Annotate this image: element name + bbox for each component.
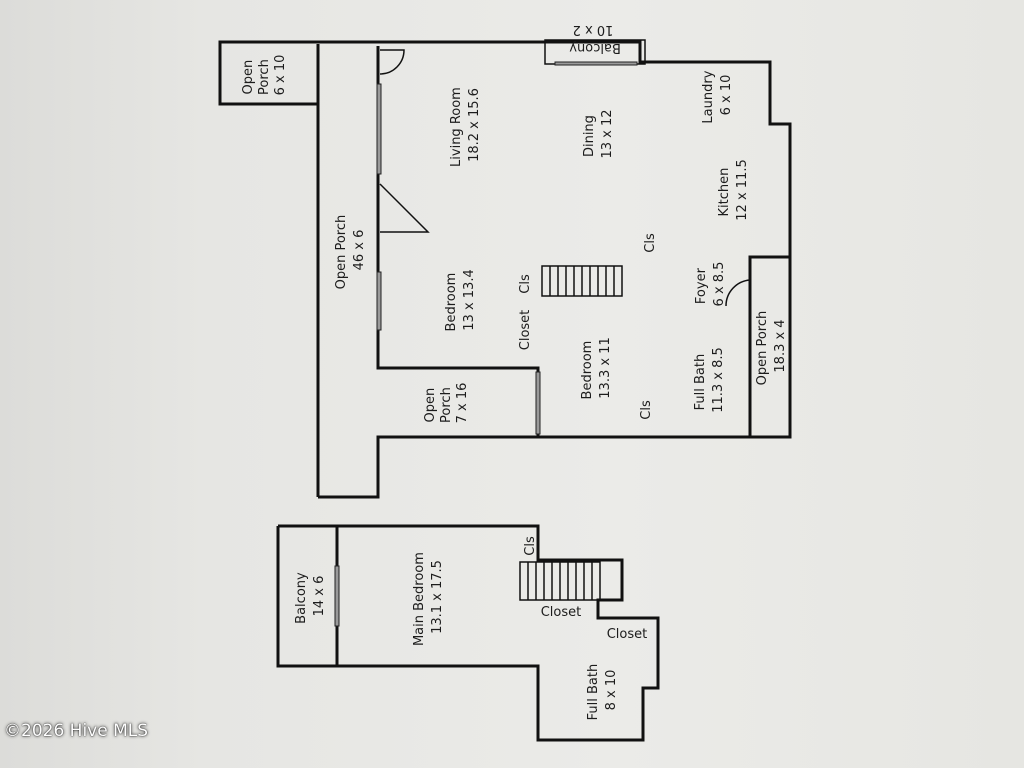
balcony-top-label: Balcony 10 x 2: [565, 22, 621, 55]
dining-name: Dining: [582, 115, 597, 157]
living-room-door-swing: [379, 183, 430, 233]
balcony-top-size: 10 x 2: [573, 22, 614, 37]
full-bath-main-size: 11.3 x 8.5: [711, 347, 726, 413]
cls-center-label: Cls: [643, 233, 658, 253]
foyer-size: 6 x 8.5: [712, 262, 727, 307]
bedroom-rear-size: 13.3 x 11: [598, 337, 613, 398]
laundry-size: 6 x 10: [719, 75, 734, 116]
foyer-label: Foyer 6 x 8.5: [694, 262, 727, 307]
dining-size: 13 x 12: [600, 109, 615, 158]
open-porch-long-name: Open Porch: [334, 215, 349, 290]
open-porch-top-label: Open Porch 6 x 10: [241, 55, 288, 96]
balcony-sliding-door: [554, 61, 638, 66]
upper-balcony-name: Balcony: [294, 572, 309, 624]
open-porch-entry-label: Open Porch 18.3 x 4: [755, 307, 788, 386]
open-porch-side-line2: Porch: [439, 387, 454, 423]
bedroom-porch-slider: [535, 371, 541, 435]
cls-bath-label: Cls: [639, 400, 654, 420]
mls-watermark: ©2026 Hive MLS: [4, 721, 149, 741]
bedroom-rear-name: Bedroom: [580, 341, 595, 400]
bedroom-front-label: Bedroom 13 x 13.4: [444, 269, 477, 332]
dining-label: Dining 13 x 12: [582, 109, 615, 158]
upper-balcony-slider: [334, 565, 340, 627]
laundry-name: Laundry: [701, 70, 716, 123]
bedroom-front-name: Bedroom: [444, 273, 459, 332]
open-porch-top-line2: Porch: [257, 59, 272, 95]
living-room-size: 18.2 x 15.6: [467, 88, 482, 162]
bedroom-rear-label: Bedroom 13.3 x 11: [580, 337, 613, 400]
open-porch-side-label: Open Porch 7 x 16: [423, 383, 470, 424]
bedroom-front-size: 13 x 13.4: [462, 269, 477, 330]
full-bath-main-label: Full Bath 11.3 x 8.5: [693, 347, 726, 413]
open-porch-side-line1: Open: [423, 388, 438, 423]
kitchen-label: Kitchen 12 x 11.5: [717, 159, 750, 220]
open-porch-side-line3: 7 x 16: [455, 383, 470, 424]
foyer-name: Foyer: [694, 267, 709, 304]
balcony-top-name: Balcony: [569, 40, 621, 55]
upper-staircase: [519, 561, 601, 601]
cls-stairs-label: Cls: [518, 274, 533, 294]
entry-porch-wall: [748, 255, 790, 437]
laundry-label: Laundry 6 x 10: [701, 66, 734, 123]
porch-door-swing: [379, 49, 405, 75]
living-room-slider: [376, 83, 382, 175]
main-staircase: [541, 265, 623, 297]
open-porch-long-size: 46 x 6: [352, 230, 367, 271]
main-floor-plan: Open Porch 6 x 10 Living Room 18.2 x 15.…: [218, 22, 792, 499]
main-floor-outline: [218, 40, 792, 499]
full-bath-upper-label: Full Bath 8 x 10: [586, 660, 619, 721]
upper-floor-plan: Balcony 14 x 6 Main Bedroom 13.1 x 17.5 …: [276, 524, 660, 742]
open-porch-long-label: Open Porch 46 x 6: [334, 211, 367, 290]
open-porch-entry-size: 18.3 x 4: [773, 319, 788, 372]
open-porch-top-line3: 6 x 10: [273, 55, 288, 96]
kitchen-name: Kitchen: [717, 168, 732, 217]
bedroom-slider: [376, 271, 382, 331]
main-bedroom-size: 13.1 x 17.5: [430, 560, 445, 634]
open-porch-entry-name: Open Porch: [755, 311, 770, 386]
full-bath-main-name: Full Bath: [693, 354, 708, 411]
kitchen-size: 12 x 11.5: [735, 159, 750, 220]
closet-label: Closet: [518, 310, 533, 351]
full-bath-upper-name: Full Bath: [586, 664, 601, 721]
open-porch-top-line1: Open: [241, 60, 256, 95]
upper-closet-stairs-label: Closet: [541, 605, 582, 620]
upper-cls-label: Cls: [523, 536, 538, 556]
upper-balcony-size: 14 x 6: [312, 576, 327, 617]
upper-floor-outline: [276, 524, 660, 742]
full-bath-upper-size: 8 x 10: [604, 670, 619, 711]
living-room-name: Living Room: [449, 87, 464, 167]
upper-balcony-label: Balcony 14 x 6: [294, 568, 327, 624]
upper-closet-bath-label: Closet: [607, 627, 648, 642]
main-bedroom-label: Main Bedroom 13.1 x 17.5: [412, 548, 445, 646]
living-room-label: Living Room 18.2 x 15.6: [449, 83, 482, 167]
main-bedroom-name: Main Bedroom: [412, 552, 427, 646]
foyer-door-swing: [725, 279, 751, 307]
